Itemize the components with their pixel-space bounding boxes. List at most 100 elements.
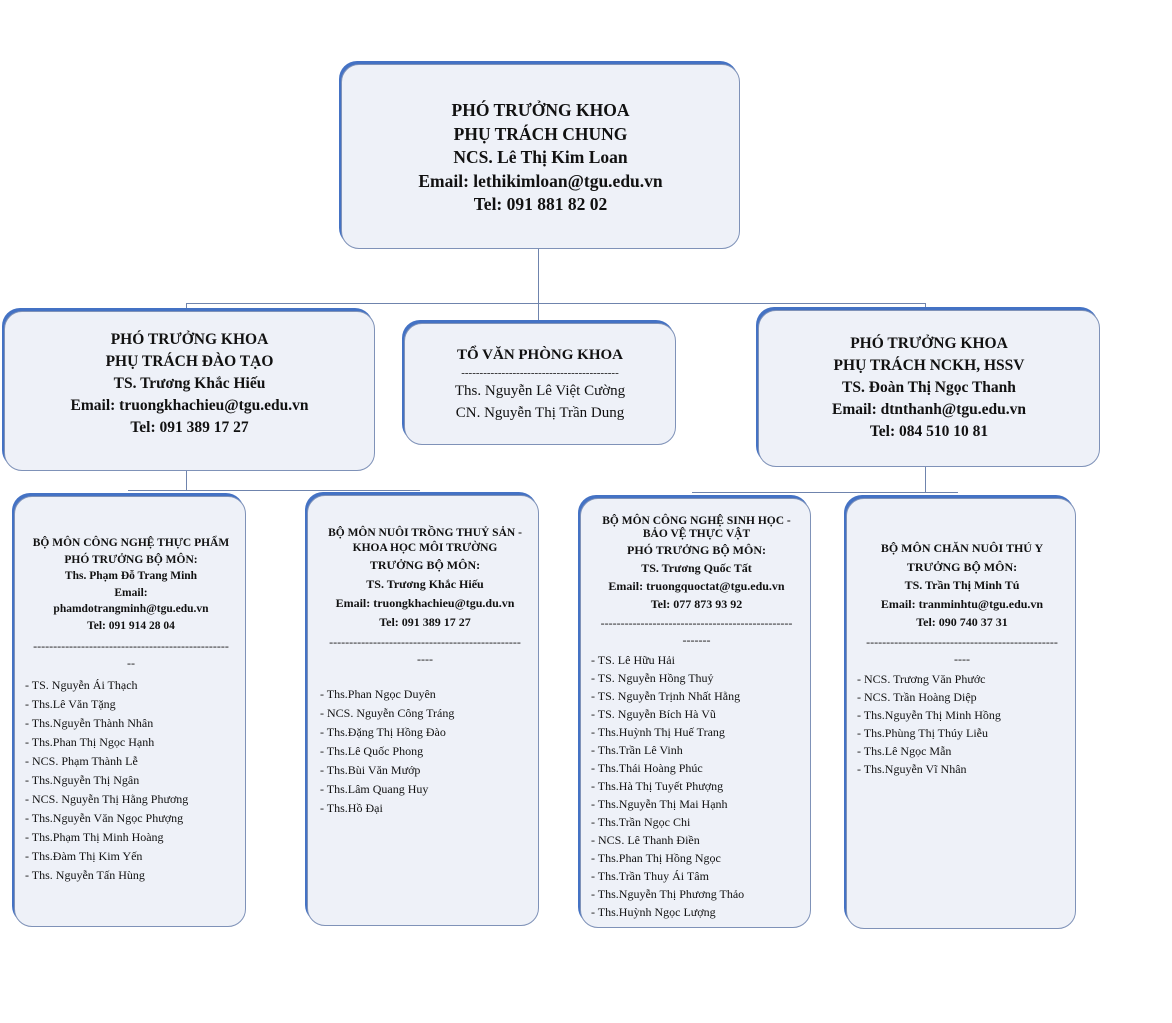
list-item: - Ths.Trần Lê Vinh xyxy=(591,743,683,757)
list-item: - Ths.Nguyễn Vĩ Nhân xyxy=(857,761,967,776)
node-dept-food-technology: BỘ MÔN CÔNG NGHỆ THỰC PHẨM PHÓ TRƯỞNG BỘ… xyxy=(14,496,246,927)
dept3-head: TS. Trương Quốc Tất xyxy=(641,561,752,575)
dept2-head: TS. Trương Khắc Hiếu xyxy=(366,577,484,591)
list-item: - Ths.Hà Thị Tuyết Phượng xyxy=(591,779,724,793)
dept3-staff-list: - TS. Lê Hữu Hải - TS. Nguyễn Hồng Thuỷ … xyxy=(591,651,802,921)
dept1-head: Ths. Phạm Đỗ Trang Minh xyxy=(64,570,198,582)
dept1-staff-list: - TS. Nguyễn Ái Thạch - Ths.Lê Văn Tặng … xyxy=(25,676,237,885)
office-divider: ----------------------------------------… xyxy=(461,367,619,379)
dept2-staff-list: - Ths.Phan Ngọc Duyên - NCS. Nguyễn Công… xyxy=(320,685,530,818)
dept4-email: Email: tranminhtu@tgu.edu.vn xyxy=(880,596,1044,611)
list-item: - Ths. Nguyễn Tấn Hùng xyxy=(25,868,145,882)
list-item: - Ths.Phan Thị Hồng Ngọc xyxy=(591,851,721,865)
office-member-2: CN. Nguyễn Thị Trần Dung xyxy=(455,405,625,421)
dept1-email-label: Email: xyxy=(114,586,148,599)
list-item: - Ths.Lê Văn Tặng xyxy=(25,697,116,711)
list-item: - Ths.Đàm Thị Kim Yến xyxy=(25,849,143,863)
list-item: - Ths.Nguyễn Thị Mai Hạnh xyxy=(591,797,728,811)
dept2-title: BỘ MÔN NUÔI TRỒNG THUỶ SẢN - KHOA HỌC MÔ… xyxy=(328,527,522,554)
top-name: NCS. Lê Thị Kim Loan xyxy=(453,147,628,167)
list-item: - Ths.Huỳnh Thị Huế Trang xyxy=(591,725,725,739)
node-dean-general: PHÓ TRƯỞNG KHOA PHỤ TRÁCH CHUNG NCS. Lê … xyxy=(341,64,740,249)
dept3-divider: ----------------------------------------… xyxy=(600,616,793,630)
node-dean-training: PHÓ TRƯỞNG KHOA PHỤ TRÁCH ĐÀO TẠO TS. Tr… xyxy=(4,311,375,471)
node-dean-research: PHÓ TRƯỞNG KHOA PHỤ TRÁCH NCKH, HSSV TS.… xyxy=(758,310,1100,467)
dept3-email: Email: truongquoctat@tgu.edu.vn xyxy=(608,579,785,593)
dept1-title: BỘ MÔN CÔNG NGHỆ THỰC PHẨM xyxy=(32,537,230,549)
top-title: PHÓ TRƯỞNG KHOA xyxy=(451,100,630,120)
list-item: - Ths.Nguyễn Thành Nhân xyxy=(25,716,154,730)
dept3-role: PHÓ TRƯỞNG BỘ MÔN: xyxy=(627,543,766,557)
node-dept-aquaculture: BỘ MÔN NUÔI TRỒNG THUỶ SẢN - KHOA HỌC MÔ… xyxy=(307,495,539,926)
right-name: TS. Đoàn Thị Ngọc Thanh xyxy=(842,379,1016,396)
dept2-tel: Tel: 091 389 17 27 xyxy=(379,615,471,629)
list-item: - NCS. Nguyễn Công Tráng xyxy=(320,706,455,720)
list-item: - Ths.Thái Hoàng Phúc xyxy=(591,761,703,775)
connector-left-down xyxy=(186,471,187,490)
list-item: - Ths.Nguyễn Thị Ngân xyxy=(25,773,140,787)
connector-left-horizontal xyxy=(128,490,420,491)
list-item: - TS. Lê Hữu Hải xyxy=(591,653,675,667)
dept1-role: PHÓ TRƯỞNG BỘ MÔN: xyxy=(64,553,198,566)
list-item: - NCS. Trương Văn Phước xyxy=(857,671,986,686)
dept2-divider: ----------------------------------------… xyxy=(329,635,521,649)
list-item: - Ths.Trần Thuy Ái Tâm xyxy=(591,869,709,883)
list-item: - Ths.Phùng Thị Thúy Liễu xyxy=(857,725,989,740)
list-item: - Ths.Hồ Đại xyxy=(320,801,383,815)
list-item: - NCS. Trần Hoàng Diệp xyxy=(857,689,977,704)
list-item: - NCS. Nguyễn Thị Hằng Phương xyxy=(25,792,189,806)
list-item: - Ths.Lê Ngọc Mẫn xyxy=(857,743,952,758)
dept4-head: TS. Trần Thị Minh Tú xyxy=(904,578,1020,592)
dept3-title: BỘ MÔN CÔNG NGHỆ SINH HỌC - BẢO VỆ THỰC … xyxy=(602,515,791,540)
list-item: - TS. Nguyễn Hồng Thuỷ xyxy=(591,671,714,685)
list-item: - Ths.Bùi Văn Mướp xyxy=(320,763,421,777)
list-item: - Ths.Phan Thị Ngọc Hạnh xyxy=(25,735,155,749)
dept4-role: TRƯỞNG BỘ MÔN: xyxy=(906,559,1018,574)
office-member-1: Ths. Nguyễn Lê Việt Cường xyxy=(454,383,626,399)
dept2-divider-tail: ---- xyxy=(417,652,433,666)
list-item: - NCS. Phạm Thành Lễ xyxy=(25,754,138,768)
dept1-divider: ----------------------------------------… xyxy=(33,639,229,653)
dept3-tel: Tel: 077 873 93 92 xyxy=(650,597,743,611)
connector-to-right xyxy=(925,303,926,311)
left-tel: Tel: 091 389 17 27 xyxy=(130,419,249,436)
dept2-role: TRƯỞNG BỘ MÔN: xyxy=(369,558,481,572)
list-item: - Ths.Trần Ngọc Chi xyxy=(591,815,691,829)
left-email: Email: truongkhachieu@tgu.edu.vn xyxy=(70,397,309,414)
right-title: PHÓ TRƯỞNG KHOA xyxy=(850,335,1008,352)
list-item: - Ths.Lê Quốc Phong xyxy=(320,744,424,758)
office-title: TỔ VĂN PHÒNG KHOA xyxy=(457,347,623,363)
dept3-divider-tail: ------- xyxy=(682,633,711,647)
dept1-tel: Tel: 091 914 28 04 xyxy=(87,619,175,632)
node-dept-animal-husbandry: BỘ MÔN CHĂN NUÔI THÚ Y TRƯỞNG BỘ MÔN: TS… xyxy=(846,498,1076,929)
left-subtitle: PHỤ TRÁCH ĐÀO TẠO xyxy=(105,353,274,370)
dept4-divider-tail: ---- xyxy=(954,651,970,666)
list-item: - Ths.Đặng Thị Hồng Đào xyxy=(320,725,446,739)
list-item: - Ths.Nguyễn Văn Ngọc Phượng xyxy=(25,811,184,825)
list-item: - Ths.Nguyễn Thị Minh Hồng xyxy=(857,707,1001,722)
list-item: - TS. Nguyễn Ái Thạch xyxy=(25,678,138,692)
connector-top-horizontal xyxy=(186,303,926,304)
list-item: - Ths.Nguyễn Thị Phương Thảo xyxy=(591,887,745,901)
list-item: - TS. Nguyễn Trịnh Nhất Hằng xyxy=(591,689,741,703)
connector-top-down xyxy=(538,249,539,321)
top-subtitle: PHỤ TRÁCH CHUNG xyxy=(453,123,628,144)
list-item: - Ths.Phạm Thị Minh Hoàng xyxy=(25,830,164,844)
connector-right-horizontal xyxy=(692,492,958,493)
list-item: - Ths.Huỳnh Ngọc Lượng xyxy=(591,905,716,919)
top-email: Email: lethikimloan@tgu.edu.vn xyxy=(418,170,663,191)
dept4-title: BỘ MÔN CHĂN NUÔI THÚ Y xyxy=(880,541,1044,555)
left-title: PHÓ TRƯỞNG KHOA xyxy=(110,331,269,348)
right-email: Email: dtnthanh@tgu.edu.vn xyxy=(831,401,1026,418)
right-subtitle: PHỤ TRÁCH NCKH, HSSV xyxy=(833,357,1025,374)
connector-to-left xyxy=(186,303,187,311)
connector-right-down xyxy=(925,467,926,492)
dept4-tel: Tel: 090 740 37 31 xyxy=(916,615,1008,629)
list-item: - Ths.Lâm Quang Huy xyxy=(320,782,429,796)
dept2-email: Email: truongkhachieu@tgu.du.vn xyxy=(335,596,515,610)
list-item: - TS. Nguyễn Bích Hà Vũ xyxy=(591,707,716,721)
dept4-divider: ----------------------------------------… xyxy=(866,634,1058,649)
list-item: - Ths.Phan Ngọc Duyên xyxy=(320,687,436,701)
right-tel: Tel: 084 510 10 81 xyxy=(869,423,989,440)
dept4-staff-list: - NCS. Trương Văn Phước - NCS. Trần Hoàn… xyxy=(857,670,1067,778)
